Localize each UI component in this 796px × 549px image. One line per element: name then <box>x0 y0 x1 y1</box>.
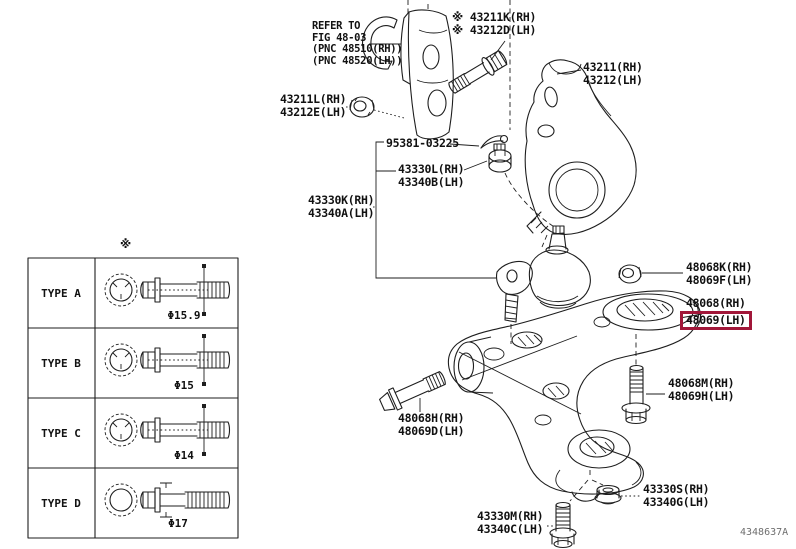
label-43330k: 43330K(RH) 43340A(LH) <box>308 193 375 220</box>
type-d-label: TYPE D <box>41 497 81 510</box>
leader-dashes-top <box>407 0 511 130</box>
label-43330s-rh: 43330S(RH) <box>643 482 710 496</box>
ball-joint-43330k <box>496 225 591 344</box>
nut-48068k <box>618 264 683 284</box>
refer-note-line3: (PNC 48510(RH)) <box>312 43 403 55</box>
label-43330l-rh: 43330L(RH) <box>398 162 465 176</box>
refer-note: REFER TO FIG 48-03 (PNC 48510(RH)) (PNC … <box>312 20 403 67</box>
cotter-pin-95381 <box>480 134 509 149</box>
refer-note-line4: (PNC 48520(LH)) <box>312 54 403 67</box>
label-43330m: 43330M(RH) 43340C(LH) <box>477 509 544 536</box>
label-43211k-rh: 43211K(RH) <box>469 10 537 24</box>
label-43330k-lh: 43340A(LH) <box>308 205 375 220</box>
label-48068k: 48068K(RH) 48069F(LH) <box>686 260 753 287</box>
label-43211-lh: 43212(LH) <box>583 72 643 87</box>
balljoint-group-bracket <box>373 141 496 279</box>
type-a-label: TYPE A <box>41 287 81 300</box>
leader-dashes-bottom <box>569 470 604 502</box>
bolt-row-d: Φ17 <box>104 482 231 530</box>
highlight-box: 48069(LH) <box>680 310 752 330</box>
label-48069-lh: 48069(LH) <box>686 312 746 327</box>
type-b-label: TYPE B <box>41 357 81 370</box>
label-leaders <box>369 40 582 75</box>
castle-nut-43330l <box>488 143 557 229</box>
table-reference-mark-icon: ※ <box>120 237 131 251</box>
label-43211-rh: 43211(RH) <box>583 60 643 74</box>
type-c-label: TYPE C <box>41 427 81 440</box>
label-48068m-rh: 48068M(RH) <box>668 376 735 390</box>
bolt-type-table: TYPE A TYPE B TYPE C TYPE D Φ15.9 <box>27 257 239 539</box>
reference-mark-icon: ※ <box>452 22 463 37</box>
label-48068k-rh: 48068K(RH) <box>686 260 753 274</box>
steering-knuckle <box>524 59 637 248</box>
label-43330m-lh: 43340C(LH) <box>477 521 544 536</box>
bolt-row-c: Φ14 <box>104 404 231 462</box>
label-48068k-lh: 48069F(LH) <box>686 272 753 287</box>
bolt-row-b: Φ15 <box>104 334 231 392</box>
bolt-43211k <box>448 50 508 94</box>
label-48068h-rh: 48068H(RH) <box>398 411 465 425</box>
figure-code: 4348637A <box>740 527 789 538</box>
label-43211k-lh: 43212D(LH) <box>469 22 537 37</box>
label-48068h: 48068H(RH) 48069D(LH) <box>398 411 465 438</box>
nut-43211l <box>346 96 405 119</box>
dia-d-label: Φ17 <box>168 517 188 530</box>
dia-c-label: Φ14 <box>174 449 194 462</box>
bolt-48068m <box>621 334 665 425</box>
label-43330l: 43330L(RH) 43340B(LH) <box>398 162 465 189</box>
label-43330l-lh: 43340B(LH) <box>398 174 465 189</box>
label-48068h-lh: 48069D(LH) <box>398 423 465 438</box>
label-95381-code: 95381-03225 <box>386 136 459 150</box>
label-48068-rh: 48068(RH) <box>686 296 746 310</box>
bolt-48068h <box>379 371 446 411</box>
label-48068: 48068(RH) 48069(LH) <box>680 296 752 330</box>
strut-lower-bracket <box>362 9 454 140</box>
refer-note-line1: REFER TO <box>312 20 361 32</box>
label-43211: 43211(RH) 43212(LH) <box>583 61 643 86</box>
label-43211l-lh: 43212E(LH) <box>280 104 347 119</box>
bolt-row-a: Φ15.9 <box>104 264 231 322</box>
label-43211k: ※ 43211K(RH) ※ 43212D(LH) <box>452 11 536 36</box>
lower-control-arm <box>447 290 703 502</box>
reference-mark-icon: ※ <box>452 10 463 24</box>
label-43330k-rh: 43330K(RH) <box>308 193 375 207</box>
dia-a-label: Φ15.9 <box>167 309 200 322</box>
label-43330m-rh: 43330M(RH) <box>477 509 544 523</box>
label-95381: 95381-03225 <box>386 137 459 150</box>
nut-43330s <box>594 484 641 505</box>
refer-note-line2: FIG 48-03 <box>312 31 367 44</box>
label-43211l: 43211L(RH) 43212E(LH) <box>280 92 347 119</box>
label-43330s-lh: 43340G(LH) <box>643 494 710 509</box>
dia-b-label: Φ15 <box>174 379 194 392</box>
bolt-43330m <box>547 501 577 549</box>
label-48068m: 48068M(RH) 48069H(LH) <box>668 376 735 403</box>
label-48068m-lh: 48069H(LH) <box>668 388 735 403</box>
label-43211l-rh: 43211L(RH) <box>280 92 347 106</box>
label-43330s: 43330S(RH) 43340G(LH) <box>643 482 710 509</box>
